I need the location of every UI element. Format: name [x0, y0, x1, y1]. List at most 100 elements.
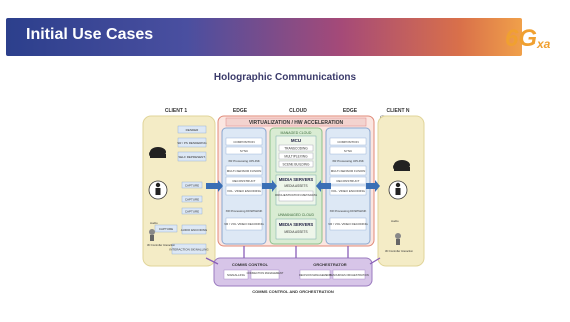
c1-audio-label: AUDIO ENCODING	[181, 228, 208, 232]
client1-header: CLIENT 1	[165, 108, 187, 114]
c1-sr-box	[177, 137, 207, 148]
arrow-edge-clientn	[366, 180, 380, 192]
c1-audio-box	[181, 224, 207, 235]
audio-controller-icon-right	[395, 233, 401, 245]
resources-orch-label: RESOURCES ORCHESTRATION	[329, 273, 369, 277]
signalling-label: SIGNALLING	[227, 273, 246, 277]
edge-left-vol-label: VOL. VIDEO ENCODING	[227, 189, 262, 193]
edge-left-composition	[225, 137, 263, 146]
edge-left-downlink-label: XR Processing DOWNLINK	[226, 209, 263, 213]
c1-sr-label: SR / PS RENDERING	[177, 141, 207, 145]
resources-orch-box	[332, 269, 366, 280]
edge-right-composition	[329, 137, 367, 146]
edge-right-uplink-label: XR Processing UPLINK	[332, 159, 364, 163]
c1-interaction-label: INTERACTION SIGNALLING	[169, 248, 209, 252]
person-icon-right	[388, 180, 408, 200]
edge-right-decoding	[329, 217, 367, 231]
orchestration-metadata-label: ORCHESTRATION METADATA	[275, 193, 317, 197]
orchestrator-label: ORCHESTRATOR	[313, 262, 347, 267]
logo-sub-text: xa	[536, 37, 551, 51]
edge-left-composition-label: COMPOSITION	[233, 140, 254, 144]
control-connectors	[205, 246, 381, 265]
c1-interaction-box	[171, 243, 207, 255]
edge-right-reconstruct	[329, 176, 367, 185]
decision-mgmt-label: DECISION MANAGEMENT	[299, 273, 331, 277]
page-title: Initial Use Cases	[26, 26, 154, 43]
c1-capture2-box	[181, 195, 203, 203]
cloud-header: CLOUD	[289, 108, 307, 114]
multiplexing-label: MULTIPLEXING	[284, 155, 308, 159]
c1-self-box	[177, 151, 207, 162]
scene-building-box	[278, 160, 314, 168]
logo-main-text: 6G	[505, 25, 537, 52]
arrow-client1-edge	[206, 180, 223, 192]
c1-self-label: SELF REPRESENT.	[178, 155, 205, 159]
edge-left-multisensor-label: MULTI-SENSOR FUSION	[227, 169, 262, 173]
media-assets-top-label: MEDIA ASSETS	[284, 184, 307, 188]
c1-capture2-label: CAPTURE	[185, 198, 199, 202]
mcu-label: MCU	[291, 138, 301, 143]
transcoding-label: TRANSCODING	[284, 147, 308, 151]
connection-mgmt-box	[250, 269, 280, 280]
flow-arrows	[206, 180, 380, 192]
cn-audio-text: Audio	[391, 219, 399, 223]
clientn-header: CLIENT N	[386, 108, 409, 114]
person-icon-left	[148, 180, 168, 200]
c1-capture4-box	[154, 224, 178, 233]
virtualization-bar	[225, 117, 367, 127]
edge-left-sync-label: SYNC	[240, 149, 249, 153]
edge-left-reconstruct-label: RECONSTRUCT	[233, 179, 256, 183]
edge-right-vol-label: VOL. VIDEO ENCODING	[331, 189, 366, 193]
media-servers-top-label: MEDIA SERVERS	[279, 177, 314, 182]
scene-building-label: SCENE BUILDING	[283, 163, 310, 167]
edge-left-vol	[225, 185, 263, 196]
edge-right-reconstruct-label: RECONSTRUCT	[337, 179, 360, 183]
cloud-icon-left	[149, 147, 166, 158]
edge-right-header: EDGE	[343, 108, 358, 114]
edge-right-downlink-label: XR Processing DOWNLINK	[330, 209, 367, 213]
6gxa-logo: 6G xa	[505, 25, 551, 52]
arrow-cloud-edge	[316, 180, 331, 192]
cn-controller-text: 3D Controller Interaction	[385, 249, 414, 253]
c1-capture3-label: CAPTURE	[185, 210, 199, 214]
edge-left-header: EDGE	[233, 108, 248, 114]
c1-audio-text: Audio	[150, 221, 158, 225]
signalling-box	[223, 269, 249, 280]
comms-control-label: COMMS CONTROL	[232, 262, 269, 267]
media-servers-box-bottom	[275, 218, 317, 240]
edge-left-decoding	[225, 217, 263, 231]
edge-right-vol	[329, 185, 367, 196]
transcoding-box	[278, 144, 314, 152]
edge-left-reconstruct	[225, 176, 263, 185]
c1-controller-text: 3D Controller Interaction	[147, 243, 176, 247]
decision-mgmt-box	[299, 269, 331, 280]
edge-left-sync	[225, 146, 263, 155]
edge-right-sync-label: SYNC	[344, 149, 353, 153]
audio-controller-icon-left	[149, 229, 155, 241]
connection-mgmt-label: CONNECTION MANAGEMENT	[247, 271, 284, 275]
virtualization-label: VIRTUALIZATION / HW ACCELERATION	[249, 120, 344, 126]
edge-right-composition-label: COMPOSITION	[337, 140, 358, 144]
slide-subtitle: Holographic Communications	[213, 72, 357, 83]
edge-right-multisensor	[329, 165, 367, 176]
multiplexing-box	[278, 152, 314, 160]
c1-capture3-box	[181, 207, 203, 215]
c1-render-box	[177, 125, 207, 134]
footer-label: COMMS CONTROL AND ORCHESTRATION	[252, 289, 334, 294]
edge-right-decoding-label: VR / VOL VIDEO DECODING	[328, 222, 368, 226]
edge-left-decoding-label: VR / VOL VIDEO DECODING	[224, 222, 264, 226]
arrow-edge-cloud	[262, 180, 277, 192]
cloud-icon-right	[393, 160, 410, 171]
c1-capture-label: CAPTURE	[185, 184, 199, 188]
c1-capture-box	[181, 181, 203, 189]
unmanaged-cloud-label: UNMANAGED CLOUD	[278, 213, 314, 217]
c1-capture4-label: CAPTURE	[159, 227, 173, 231]
edge-left-multisensor	[225, 165, 263, 176]
edge-right-sync	[329, 146, 367, 155]
media-servers-bottom-label: MEDIA SERVERS	[279, 222, 314, 227]
managed-cloud-label: MANAGED CLOUD	[281, 131, 312, 135]
title-banner: Initial Use Cases	[6, 18, 522, 56]
edge-left-uplink-label: XR Processing UPLINK	[228, 159, 260, 163]
c1-render-label: RENDER	[186, 128, 200, 132]
